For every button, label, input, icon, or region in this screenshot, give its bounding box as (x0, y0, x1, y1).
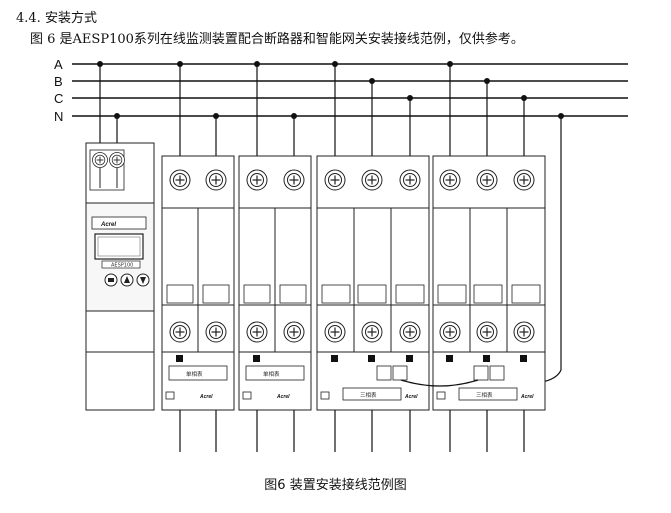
junction-dots (97, 61, 564, 119)
figure-caption: 图6 装置安装接线范例图 (264, 478, 407, 493)
bus-bars (72, 63, 628, 117)
bus-label-b: B (54, 74, 63, 89)
breaker-module-2: 单相表 Acrel (238, 155, 312, 411)
breaker-module-1: 单相表 Acrel (161, 155, 235, 411)
breaker-brand-1: Acrel (199, 394, 213, 400)
device-model-label: AESP100 (111, 263, 133, 269)
bus-label-a: A (54, 57, 63, 72)
breaker-module-4: 三相表 Acrel (432, 155, 546, 411)
breaker-brand-2: Acrel (276, 394, 290, 400)
breaker-module-3: 三相表 Acrel (316, 155, 430, 411)
breaker-brand-3: Acrel (404, 394, 418, 400)
intro-paragraph: 图 6 是AESP100系列在线监测装置配合断路器和智能网关安装接线范例，仅供参… (30, 32, 524, 47)
meter-label-2: 单相表 (263, 370, 280, 378)
comm-link (400, 379, 479, 387)
bus-label-n: N (54, 109, 63, 124)
section-heading: 4.4. 安装方式 (16, 11, 97, 26)
outgoing-wires (179, 410, 525, 452)
meter-label-1: 单相表 (186, 370, 203, 378)
bus-label-c: C (54, 91, 63, 106)
breaker-brand-4: Acrel (520, 394, 534, 400)
gateway-label-1: 三相表 (360, 391, 377, 399)
device-brand: Acrel (100, 222, 116, 228)
gateway-label-2: 三相表 (476, 391, 493, 399)
aesp100-device: Acrel AESP100 (85, 142, 155, 411)
